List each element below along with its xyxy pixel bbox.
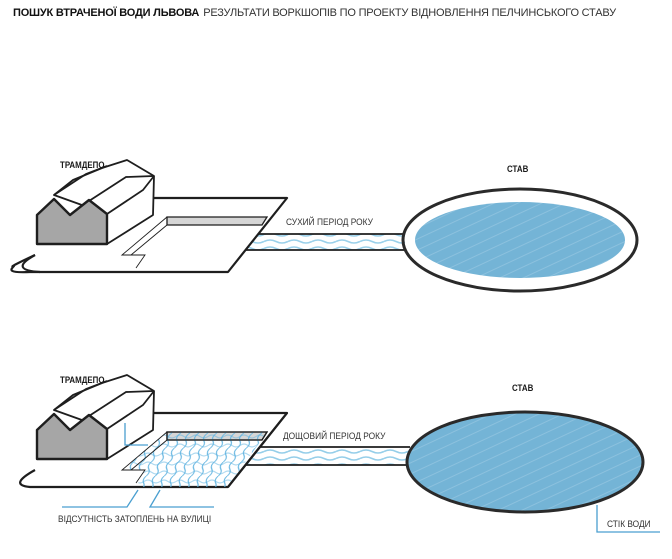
- rainy-season-diagram: [19, 374, 660, 533]
- channel-label-dry: СУХИЙ ПЕРІОД РОКУ: [286, 217, 373, 228]
- tram-depot-building: [35, 374, 155, 461]
- depot-label-rainy: ТРАМДЕПО: [60, 375, 105, 385]
- pond-label-dry: СТАВ: [507, 164, 529, 174]
- channel-label-rainy: ДОЩОВИЙ ПЕРІОД РОКУ: [283, 431, 386, 442]
- pond-rainy: [405, 410, 645, 514]
- header-title: ПОШУК ВТРАЧЕНОЇ ВОДИ ЛЬВОВА: [13, 7, 200, 19]
- pond-dry: [401, 187, 639, 293]
- outflow-label: СТІК ВОДИ: [607, 519, 651, 530]
- channel-rainy: [244, 446, 410, 466]
- header-subtitle: РЕЗУЛЬТАТИ ВОРКШОПІВ ПО ПРОЕКТУ ВІДНОВЛЕ…: [203, 7, 616, 19]
- basin-dry: [120, 216, 269, 269]
- depot-label-dry: ТРАМДЕПО: [60, 160, 105, 170]
- street-annotation-lines: [62, 489, 214, 508]
- basin-rainy: [120, 412, 288, 488]
- pond-label-rainy: СТАВ: [512, 383, 534, 393]
- outflow-annotation-line: [596, 505, 660, 533]
- channel-dry: [240, 233, 405, 251]
- dry-season-diagram: [10, 159, 639, 293]
- street-label: ВІДСУТНІСТЬ ЗАТОПЛЕНЬ НА ВУЛИЦІ: [58, 514, 212, 525]
- tram-depot-building: [35, 159, 155, 246]
- downpipe-line: [124, 423, 148, 446]
